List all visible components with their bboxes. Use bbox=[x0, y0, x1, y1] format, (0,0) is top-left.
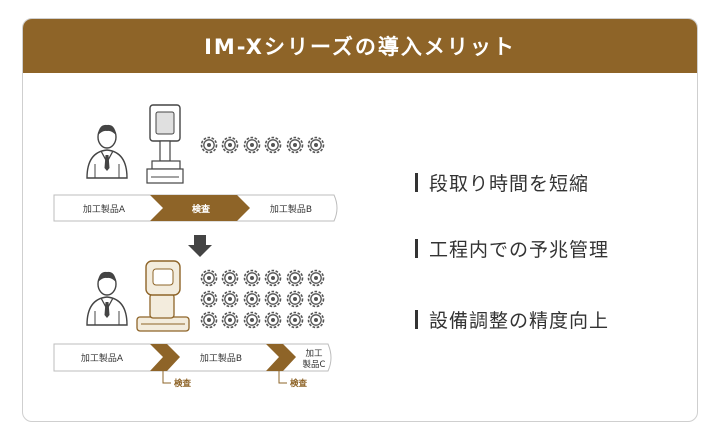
after-inspection-label-2: 検査 bbox=[290, 378, 308, 389]
benefit-item: 工程内での予兆管理 bbox=[415, 235, 609, 262]
after-inspection-callouts: 検査 検査 bbox=[162, 371, 308, 389]
benefit-item: 段取り時間を短縮 bbox=[415, 169, 589, 196]
benefit-text: 段取り時間を短縮 bbox=[429, 173, 590, 195]
benefit-text: 設備調整の精度向上 bbox=[429, 310, 610, 332]
benefit-bar bbox=[415, 173, 418, 192]
im-x-machine-icon bbox=[136, 260, 190, 332]
after-product-c-label-line2: 製品C bbox=[303, 359, 326, 370]
card-title: IM-Xシリーズの導入メリット bbox=[204, 35, 516, 59]
after-product-b-label: 加工製品B bbox=[200, 352, 242, 364]
after-worker-icon bbox=[86, 271, 128, 326]
before-inspection-label: 検査 bbox=[192, 203, 211, 215]
after-product-a-label: 加工製品A bbox=[81, 352, 124, 364]
before-product-a-label: 加工製品A bbox=[83, 203, 126, 215]
card-header: IM-Xシリーズの導入メリット bbox=[23, 19, 697, 73]
after-inspection-label-1: 検査 bbox=[174, 378, 192, 389]
benefit-bar bbox=[415, 310, 418, 329]
down-arrow-icon bbox=[188, 235, 212, 257]
before-worker-icon bbox=[86, 124, 128, 179]
measuring-machine-icon bbox=[146, 104, 184, 184]
after-process-flow: 加工製品A 加工製品B 加工 製品C bbox=[53, 343, 332, 372]
comparison-illustration: 加工製品A 検査 加工製品B bbox=[53, 104, 338, 389]
merit-card: IM-Xシリーズの導入メリット bbox=[22, 18, 698, 422]
after-product-c-label-line1: 加工 bbox=[305, 348, 323, 359]
before-parts-icons bbox=[200, 136, 325, 154]
before-product-b-label: 加工製品B bbox=[270, 203, 312, 215]
after-parts-icons bbox=[200, 269, 325, 329]
benefit-text: 工程内での予兆管理 bbox=[429, 239, 610, 261]
before-process-flow: 加工製品A 検査 加工製品B bbox=[53, 194, 338, 222]
benefit-bar bbox=[415, 239, 418, 258]
benefit-item: 設備調整の精度向上 bbox=[415, 306, 609, 333]
